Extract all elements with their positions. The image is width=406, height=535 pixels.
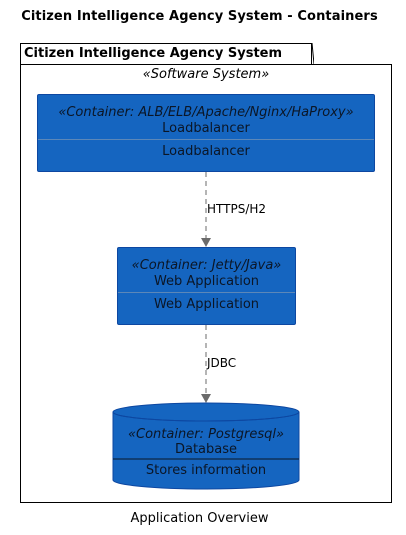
container-loadbalancer[interactable]: «Container: ALB/ELB/Apache/Nginx/HaProxy… [37, 94, 375, 172]
diagram-caption: Application Overview [130, 511, 269, 526]
boundary-name: Citizen Intelligence Agency System [24, 46, 283, 61]
arrowhead-icon [201, 394, 211, 403]
boundary-tab: Citizen Intelligence Agency System [20, 43, 312, 64]
container-web-application[interactable]: «Container: Jetty/Java» Web Application … [117, 247, 296, 325]
container-description: Stores information [145, 463, 267, 478]
container-name: Web Application [153, 274, 260, 289]
container-divider [38, 139, 374, 140]
container-description: Loadbalancer [162, 144, 250, 159]
relation-label-https: HTTPS/H2 [207, 202, 267, 216]
container-divider [118, 292, 295, 293]
arrowhead-icon [201, 238, 211, 247]
container-description: Web Application [153, 297, 260, 312]
boundary-frame [20, 64, 392, 503]
relation-label-jdbc: JDBC [207, 356, 237, 370]
container-stereotype: «Container: ALB/ELB/Apache/Nginx/HaProxy… [58, 105, 354, 120]
boundary-stereotype: «Software System» [142, 67, 270, 82]
container-name: Database [174, 442, 238, 457]
container-stereotype: «Container: Jetty/Java» [131, 258, 282, 273]
container-stereotype: «Container: Postgresql» [128, 427, 284, 442]
boundary-tab-corner [302, 43, 314, 65]
container-database-cylinder[interactable] [112, 402, 300, 490]
container-name: Loadbalancer [162, 121, 250, 136]
diagram-title: Citizen Intelligence Agency System - Con… [21, 9, 378, 24]
